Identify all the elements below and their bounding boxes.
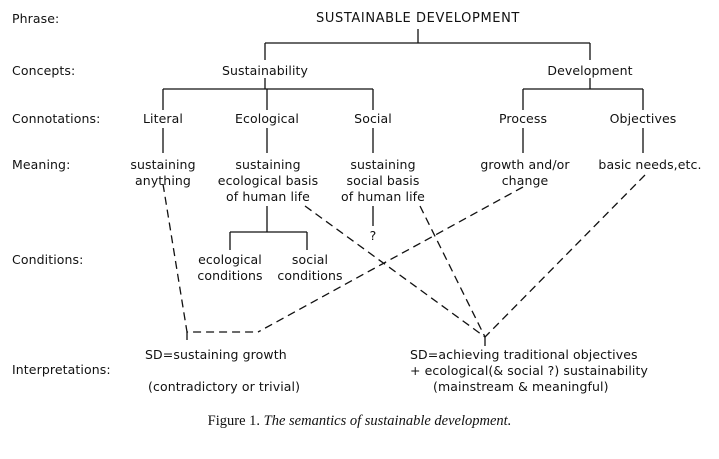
meaning-literal-line2: anything xyxy=(135,173,191,188)
connotation-social: Social xyxy=(354,111,392,126)
figure-caption: Figure 1. The semantics of sustainable d… xyxy=(0,413,719,430)
concept-development: Development xyxy=(547,63,633,78)
row-label-meaning: Meaning: xyxy=(12,157,71,172)
connotation-ecological: Ecological xyxy=(235,111,299,126)
meaning-objectives-line1: basic needs,etc. xyxy=(598,157,702,172)
row-label-conditions: Conditions: xyxy=(12,252,84,267)
meaning-ecological-line1: sustaining xyxy=(235,157,301,172)
connotation-process: Process xyxy=(498,111,548,126)
interpretation-right-line2: + ecological(& social ?) sustainability xyxy=(410,363,648,378)
interpretation-left-line2: (contradictory or trivial) xyxy=(148,379,301,394)
figure-caption-text: The semantics of sustainable development… xyxy=(263,413,512,429)
basic-needs-to-objectives-link xyxy=(484,174,646,338)
condition-social-line1: social xyxy=(291,252,329,267)
figure-caption-label: Figure 1. xyxy=(207,413,261,429)
meaning-process-line1: growth and/or xyxy=(480,157,570,172)
meaning-social-line3: of human life xyxy=(341,189,425,204)
condition-social-line2: conditions xyxy=(277,268,343,283)
meaning-ecological-line3: of human life xyxy=(226,189,310,204)
row-label-connotations: Connotations: xyxy=(12,111,101,126)
ecological-to-objectives-link xyxy=(304,205,486,338)
phrase-node: SUSTAINABLE DEVELOPMENT xyxy=(316,11,520,26)
connotation-objectives: Objectives xyxy=(609,111,677,126)
interpretation-right-line3: (mainstream & meaningful) xyxy=(433,379,609,394)
meaning-social-line2: social basis xyxy=(346,173,420,188)
concept-sustainability: Sustainability xyxy=(221,63,309,78)
condition-ecological-line1: ecological xyxy=(198,252,262,267)
meaning-social-line1: sustaining xyxy=(350,157,416,172)
meaning-process-line2: change xyxy=(501,173,549,188)
row-label-interpretations: Interpretations: xyxy=(12,362,111,377)
connotation-literal: Literal xyxy=(142,111,184,126)
condition-ecological-line2: conditions xyxy=(197,268,263,283)
row-label-phrase: Phrase: xyxy=(12,11,60,26)
interpretation-left-line1: SD=sustaining growth xyxy=(145,347,287,362)
meaning-ecological-line2: ecological basis xyxy=(217,173,319,188)
meaning-literal-line1: sustaining xyxy=(130,157,196,172)
interpretation-right-line1: SD=achieving traditional objectives xyxy=(410,347,638,362)
row-label-concepts: Concepts: xyxy=(12,63,76,78)
social-to-objectives-link xyxy=(419,205,486,338)
process-to-growth-link xyxy=(257,186,524,333)
condition-unknown: ? xyxy=(369,228,377,243)
